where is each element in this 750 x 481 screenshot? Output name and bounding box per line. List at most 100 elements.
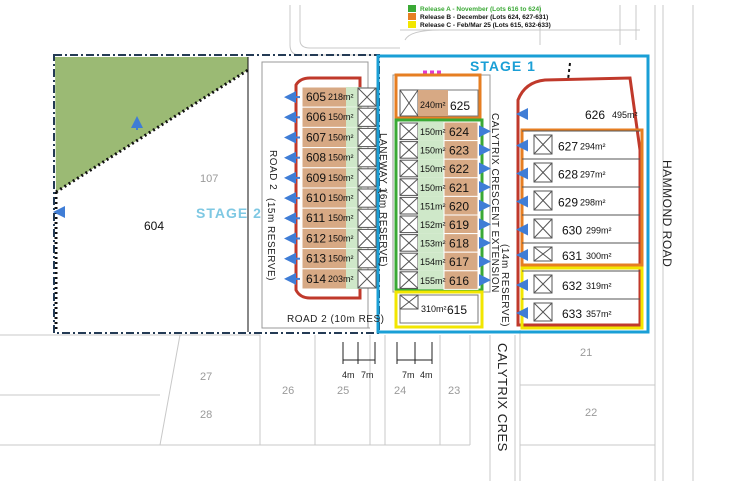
lot-633-number: 633 bbox=[562, 307, 582, 321]
lot-616-area: 155m² bbox=[420, 276, 446, 286]
hammond-road-label: HAMMOND ROAD bbox=[660, 160, 674, 267]
road-2-horizontal-label: ROAD 2 (10m RES) bbox=[287, 314, 384, 325]
lot-629-number: 629 bbox=[558, 196, 578, 210]
legend-swatch-release-b bbox=[408, 13, 416, 20]
lot-618-area: 153m² bbox=[420, 239, 446, 249]
lot-615[interactable]: 310m² 615 bbox=[399, 294, 479, 324]
lot-608-area: 150m² bbox=[328, 153, 354, 163]
legend-release-c: Release C - Feb/Mar 25 (Lots 615, 632-63… bbox=[420, 22, 551, 29]
lot-606-number: 606 bbox=[306, 110, 326, 124]
bg-lot-24: 24 bbox=[394, 385, 406, 397]
release-c-box-615 bbox=[394, 290, 484, 329]
dim-7m-right: 7m bbox=[402, 370, 415, 380]
lot-631-number: 631 bbox=[562, 249, 582, 263]
lot-631[interactable]: 631 300m² bbox=[516, 242, 640, 263]
lot-615-area: 310m² bbox=[421, 304, 447, 314]
lot-604-green-area bbox=[55, 57, 248, 192]
lot-615-number: 615 bbox=[447, 303, 467, 317]
release-c-box-right bbox=[520, 266, 644, 330]
lot-632[interactable]: 632 319m² bbox=[516, 270, 640, 294]
dim-4m-left: 4m bbox=[342, 370, 355, 380]
lot-625[interactable]: 240m² 625 bbox=[399, 89, 479, 117]
lot-630-area: 299m² bbox=[586, 226, 612, 236]
lot-609-area: 150m² bbox=[328, 173, 354, 183]
lot-625-number: 625 bbox=[450, 99, 470, 113]
stage-1-boundary bbox=[376, 54, 650, 334]
lot-632-number: 632 bbox=[562, 279, 582, 293]
lot-604-number: 604 bbox=[144, 219, 164, 233]
bg-lot-22: 22 bbox=[585, 407, 597, 419]
lot-609-number: 609 bbox=[306, 171, 326, 185]
lot-611-area: 150m² bbox=[328, 213, 354, 223]
lot-632-area: 319m² bbox=[586, 281, 612, 291]
lot-620-number: 620 bbox=[449, 199, 469, 213]
lot-624-area: 150m² bbox=[420, 127, 446, 137]
road-2-vertical-label: ROAD 2 bbox=[267, 150, 278, 190]
lot-623-area: 150m² bbox=[420, 146, 446, 156]
bg-lot-25: 25 bbox=[337, 385, 349, 397]
lot-616-number: 616 bbox=[449, 274, 469, 288]
lot-608-number: 608 bbox=[306, 151, 326, 165]
lot-630-number: 630 bbox=[562, 224, 582, 238]
lot-633[interactable]: 633 357m² bbox=[516, 298, 640, 322]
calytrix-extension-reserve: (14m RESERVE) bbox=[499, 244, 510, 327]
legend: Release A - November (Lots 616 to 624) R… bbox=[408, 5, 551, 29]
lot-607-area: 150m² bbox=[328, 132, 354, 142]
lot-631-area: 300m² bbox=[586, 251, 612, 261]
lot-611-number: 611 bbox=[306, 211, 325, 225]
dim-4m-right: 4m bbox=[420, 370, 433, 380]
bg-lot-107: 107 bbox=[200, 173, 218, 185]
lot-607-number: 607 bbox=[306, 130, 326, 144]
lot-610-number: 610 bbox=[306, 191, 326, 205]
lot-623-number: 623 bbox=[449, 144, 469, 158]
road2-horizontal bbox=[261, 300, 370, 329]
lot-628-area: 297m² bbox=[580, 170, 606, 180]
lot-625-area: 240m² bbox=[420, 100, 446, 110]
right-lots-site-outline bbox=[516, 76, 642, 327]
calytrix-extension-label: CALYTRIX CRESCENT EXTENSION bbox=[489, 113, 500, 293]
lot-610-area: 150m² bbox=[328, 193, 354, 203]
lot-622-area: 150m² bbox=[420, 164, 446, 174]
bg-lot-21: 21 bbox=[580, 347, 592, 359]
left-lots-site-outline bbox=[294, 76, 362, 300]
lot-627-area: 294m² bbox=[580, 142, 606, 152]
lot-605-number: 605 bbox=[306, 90, 326, 104]
lot-628-number: 628 bbox=[558, 168, 578, 182]
lot-633-area: 357m² bbox=[586, 309, 612, 319]
lot-621-area: 150m² bbox=[420, 183, 446, 193]
dimension-marks bbox=[342, 342, 433, 364]
lot-619-number: 619 bbox=[449, 218, 469, 232]
lot-617-number: 617 bbox=[449, 255, 469, 269]
lot-624-number: 624 bbox=[449, 125, 469, 139]
legend-release-a: Release A - November (Lots 616 to 624) bbox=[420, 6, 541, 13]
laneway-label: LANEWAY 1 bbox=[377, 133, 388, 193]
lot-619-area: 152m² bbox=[420, 220, 446, 230]
lot-630[interactable]: 630 299m² bbox=[516, 214, 640, 239]
